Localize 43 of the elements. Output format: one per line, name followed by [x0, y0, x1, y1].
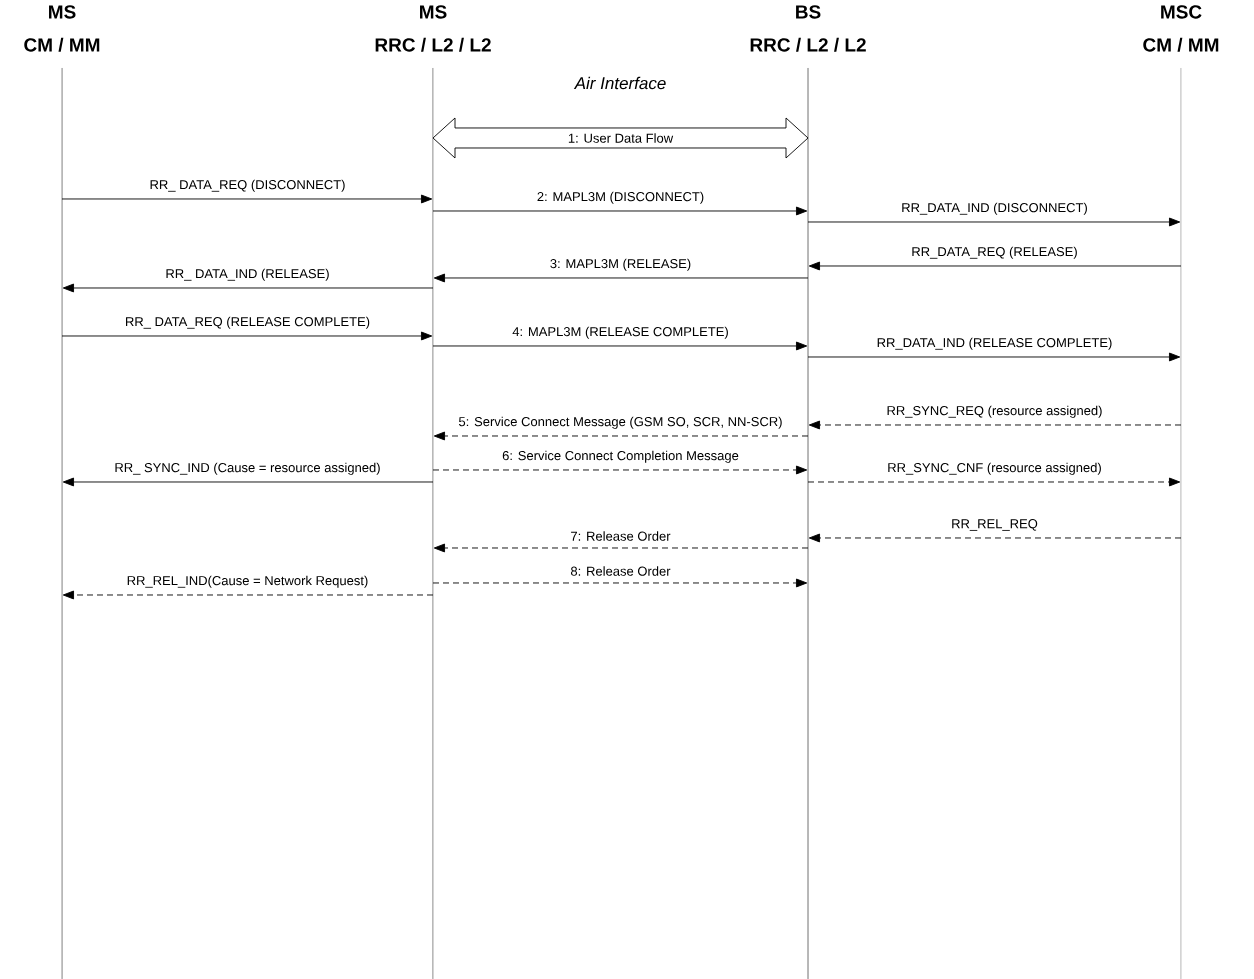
edge-label: RR_REL_IND(Cause = Network Request)	[127, 575, 368, 588]
edge-label: 5: Service Connect Message (GSM SO, SCR, NN-SCR)	[458, 416, 782, 429]
message-arrow	[61, 194, 433, 204]
message-arrow	[432, 578, 808, 588]
edge-label: RR_REL_REQ	[952, 519, 1038, 531]
message-arrow	[61, 331, 433, 341]
edge-label: 1: User Data Flow	[568, 133, 674, 143]
message-arrow	[433, 431, 809, 441]
message-arrow	[807, 217, 1181, 227]
message-arrow	[807, 352, 1181, 362]
message-arrow	[432, 341, 808, 351]
edge-label: RR_ DATA_IND (RELEASE)	[166, 268, 329, 281]
message-arrow	[433, 273, 809, 283]
edge-label: RR_DATA_IND (DISCONNECT)	[902, 202, 1087, 215]
message-arrow	[807, 477, 1181, 487]
lifeline-header: MSC CM / MM	[1143, 5, 1219, 52]
edge-label: RR_DATA_IND (RELEASE COMPLETE)	[877, 337, 1112, 350]
message-arrow	[62, 590, 434, 600]
lifeline-header: MS RRC / L2 / L2	[375, 5, 491, 52]
edge-label: RR_SYNC_CNF (resource assigned)	[888, 462, 1101, 475]
message-arrow	[808, 533, 1182, 543]
edge-label: 4: MAPL3M (RELEASE COMPLETE)	[512, 326, 728, 339]
message-arrow	[62, 477, 434, 487]
edge-label: 6: Service Connect Completion Message	[502, 450, 739, 463]
interface-label: Air Interface	[573, 76, 666, 90]
edge-label: 2: MAPL3M (DISCONNECT)	[537, 191, 704, 204]
edge-label: RR_SYNC_REQ (resource assigned)	[887, 405, 1102, 418]
message-arrow	[432, 206, 808, 216]
message-arrow	[808, 261, 1182, 271]
edge-label: RR_ DATA_REQ (DISCONNECT)	[150, 179, 345, 192]
message-arrow	[808, 420, 1182, 430]
edge-label: 3: MAPL3M (RELEASE)	[550, 258, 691, 271]
edge-label: 7: Release Order	[571, 531, 671, 541]
edge-label: RR_ SYNC_IND (Cause = resource assigned)	[115, 462, 380, 475]
lifeline-header: BS RRC / L2 / L2	[750, 5, 866, 52]
edge-label: RR_ DATA_REQ (RELEASE COMPLETE)	[126, 316, 370, 329]
edge-label: RR_DATA_REQ (RELEASE)	[912, 246, 1077, 259]
message-arrow	[433, 543, 809, 553]
edge-label: 8: Release Order	[570, 566, 671, 576]
message-arrow	[62, 283, 434, 293]
lifeline-header: MS CM / MM	[24, 5, 100, 52]
message-arrow	[432, 465, 808, 475]
block-arrow	[432, 117, 809, 159]
